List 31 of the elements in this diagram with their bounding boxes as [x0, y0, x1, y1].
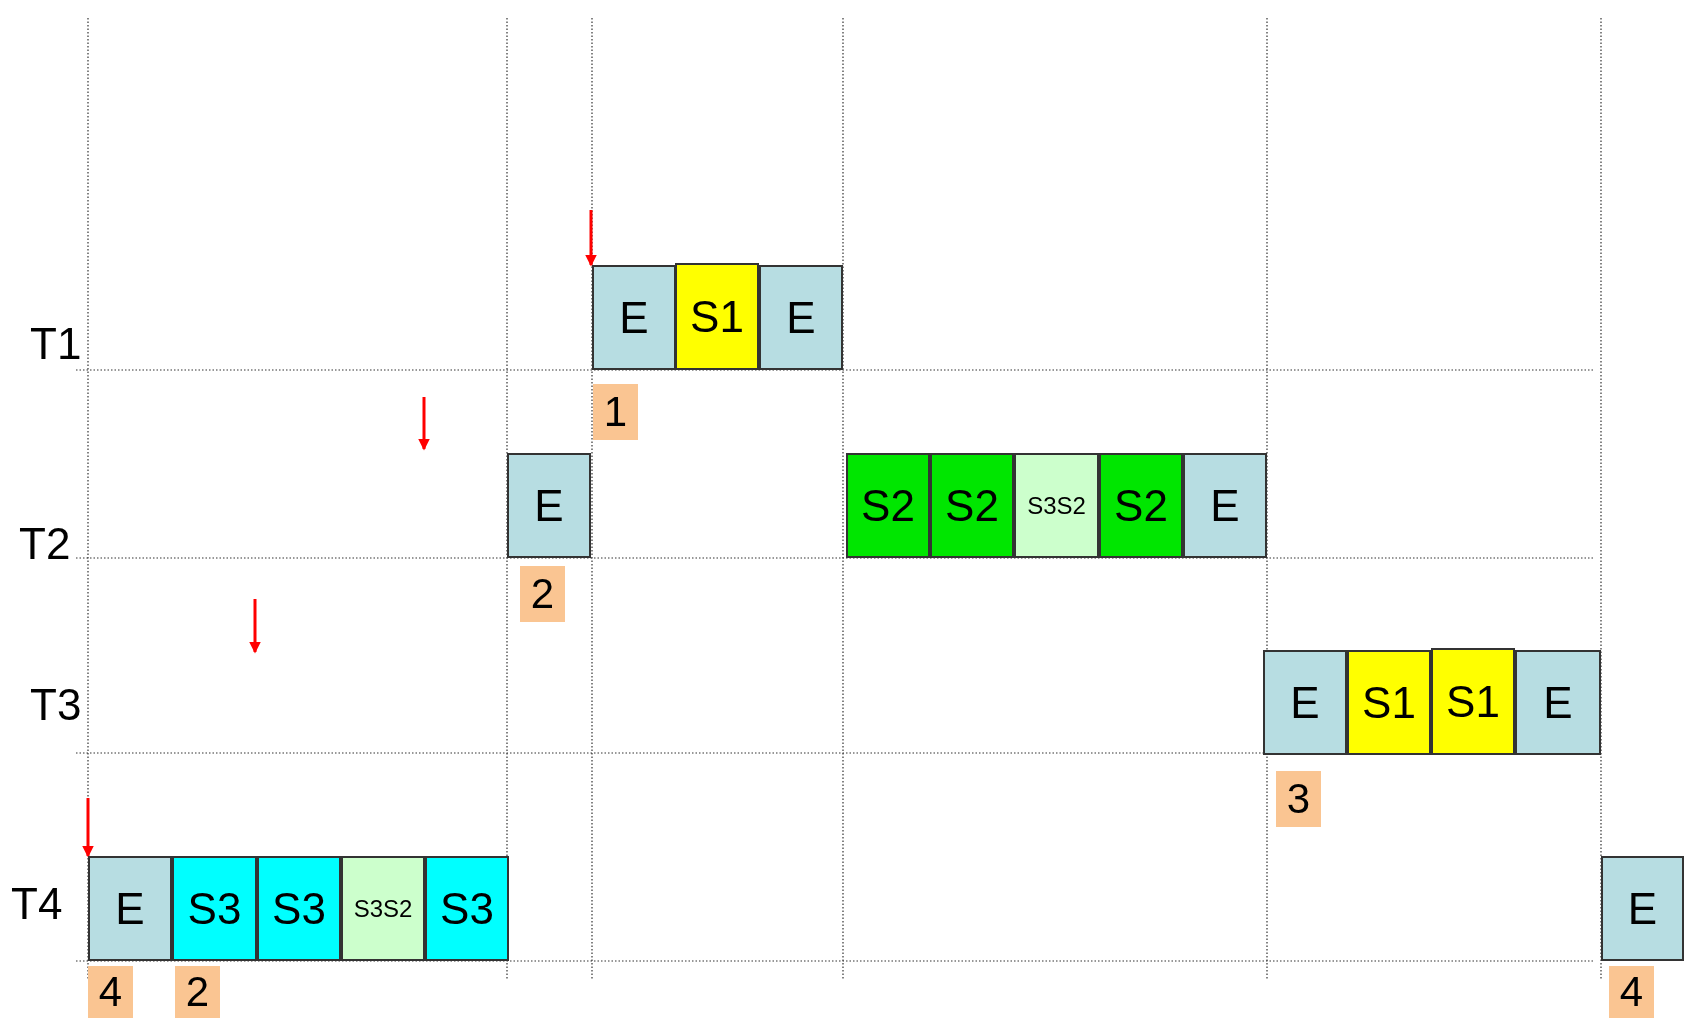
number-badge: 2	[175, 966, 220, 1018]
task-block: E	[1183, 453, 1267, 558]
number-badge: 4	[1609, 966, 1654, 1018]
task-block: S2	[846, 453, 930, 558]
row-label: T2	[19, 522, 71, 566]
number-badge: 1	[593, 384, 638, 440]
arrow	[82, 798, 94, 858]
task-block: S1	[1347, 650, 1431, 755]
task-block: S1	[1431, 648, 1515, 755]
number-badge: 3	[1276, 771, 1321, 827]
arrow	[585, 210, 597, 267]
number-badge: 2	[520, 566, 565, 622]
row-label: T3	[30, 683, 82, 727]
task-block: E	[1263, 650, 1347, 755]
task-block: S2	[930, 453, 1014, 558]
task-block: E	[507, 453, 591, 558]
task-block: E	[1515, 650, 1601, 755]
task-block: S3	[425, 856, 509, 961]
task-block: S3	[172, 856, 257, 961]
task-block: E	[88, 856, 172, 961]
task-block: E	[1601, 856, 1684, 961]
task-block: S1	[675, 263, 759, 370]
number-badge: 4	[88, 966, 133, 1018]
task-block: S3S2	[341, 856, 425, 961]
task-block: E	[592, 265, 676, 370]
row-label: T1	[30, 322, 82, 366]
task-block: S2	[1099, 453, 1183, 558]
task-block: E	[759, 265, 843, 370]
task-block: S3	[257, 856, 341, 961]
task-block: S3S2	[1014, 453, 1099, 558]
row-label: T4	[11, 882, 63, 926]
